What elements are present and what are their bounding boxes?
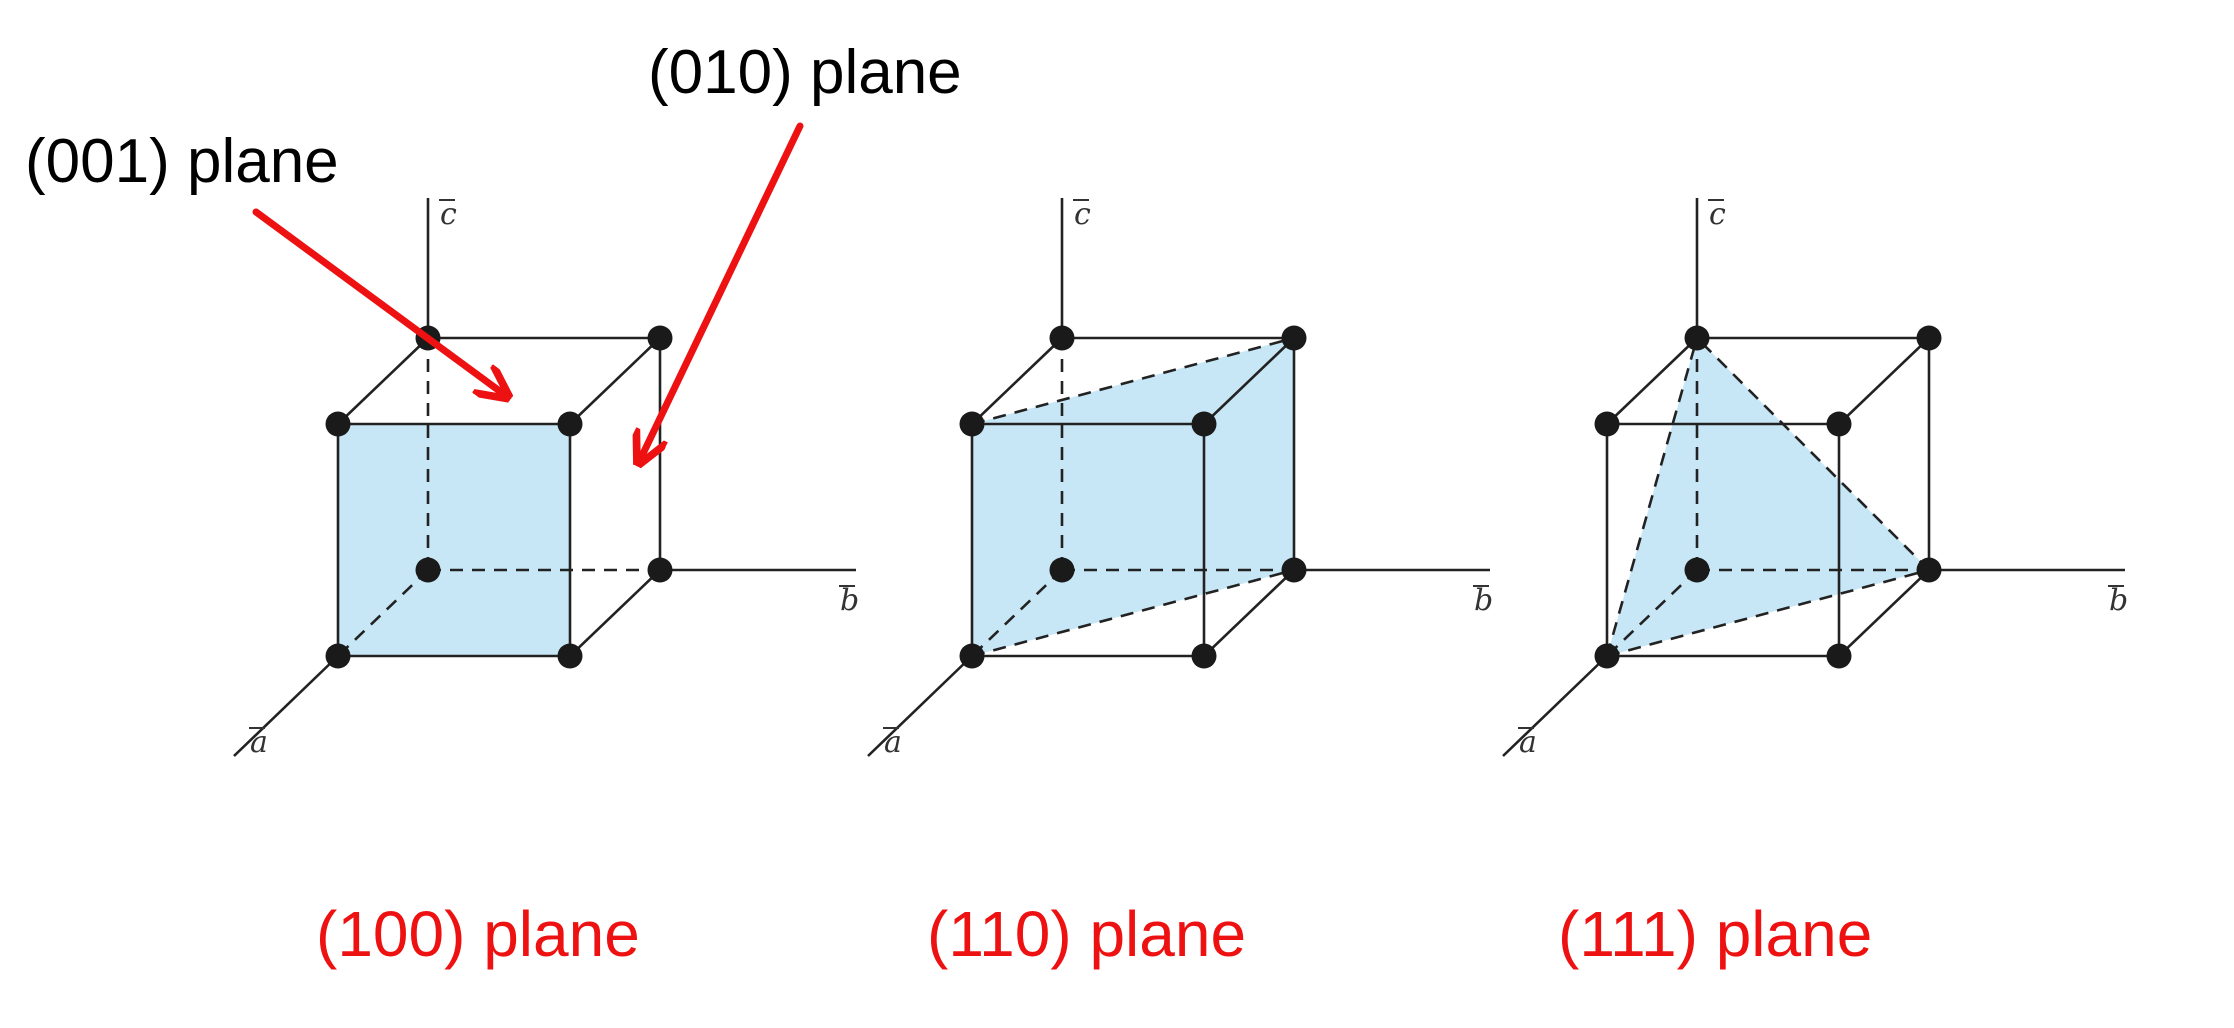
caption-110: (110) plane bbox=[927, 898, 1246, 970]
atom bbox=[647, 325, 673, 351]
atom bbox=[1826, 643, 1852, 669]
a-axis-label: a bbox=[250, 725, 268, 760]
atom bbox=[325, 411, 351, 437]
atom bbox=[1916, 557, 1942, 583]
atom bbox=[1916, 325, 1942, 351]
atom bbox=[1594, 411, 1620, 437]
cube-edge bbox=[1838, 569, 1930, 657]
a-axis-label: a bbox=[884, 725, 902, 760]
atom bbox=[959, 643, 985, 669]
callout-arrows bbox=[252, 122, 804, 460]
atom bbox=[1049, 325, 1075, 351]
panel-111: c b a bbox=[1502, 197, 2128, 760]
cube-edge bbox=[337, 337, 429, 425]
a-axis-line bbox=[1502, 655, 1608, 757]
caption-100: (100) plane bbox=[316, 898, 640, 970]
c-axis-label: c bbox=[1074, 197, 1091, 232]
plane-trace bbox=[1605, 337, 1699, 657]
atom bbox=[415, 557, 441, 583]
b-axis-label: b bbox=[2109, 583, 2128, 618]
cube-edge bbox=[1203, 569, 1295, 657]
atom bbox=[557, 411, 583, 437]
cube-edge bbox=[1606, 337, 1698, 425]
cube-edge bbox=[1838, 337, 1930, 425]
a-axis-label: a bbox=[1519, 725, 1537, 760]
atom bbox=[1594, 643, 1620, 669]
a-axis-line bbox=[867, 655, 973, 757]
plane-fill-100 bbox=[338, 424, 570, 656]
cube-edge bbox=[569, 569, 661, 657]
plane-trace bbox=[971, 336, 1295, 426]
panel-100: c b a bbox=[233, 197, 859, 760]
atom bbox=[1684, 557, 1710, 583]
a-axis-line bbox=[233, 655, 339, 757]
atom bbox=[1281, 557, 1307, 583]
atom bbox=[1191, 411, 1217, 437]
atom bbox=[1049, 557, 1075, 583]
plane-trace bbox=[1696, 337, 1930, 571]
cube-edge bbox=[569, 337, 661, 425]
atom bbox=[1826, 411, 1852, 437]
atom bbox=[1191, 643, 1217, 669]
plane-trace bbox=[1606, 568, 1930, 658]
cube-edge bbox=[971, 337, 1063, 425]
b-axis-label: b bbox=[840, 583, 859, 618]
caption-111: (111) plane bbox=[1558, 898, 1872, 970]
plane-trace bbox=[971, 568, 1295, 658]
callout-010-label: (010) plane bbox=[648, 38, 962, 107]
c-axis-label: c bbox=[440, 197, 457, 232]
atom bbox=[557, 643, 583, 669]
arrow-010 bbox=[640, 122, 804, 460]
arrow-001 bbox=[252, 208, 505, 395]
cube-edge bbox=[1203, 337, 1295, 425]
atom bbox=[1684, 325, 1710, 351]
atom bbox=[325, 643, 351, 669]
panel-110: c b a bbox=[867, 197, 1493, 760]
c-axis-label: c bbox=[1709, 197, 1726, 232]
callout-001-label: (001) plane bbox=[25, 127, 339, 196]
atom bbox=[959, 411, 985, 437]
atom bbox=[647, 557, 673, 583]
atom bbox=[1281, 325, 1307, 351]
b-axis-label: b bbox=[1474, 583, 1493, 618]
